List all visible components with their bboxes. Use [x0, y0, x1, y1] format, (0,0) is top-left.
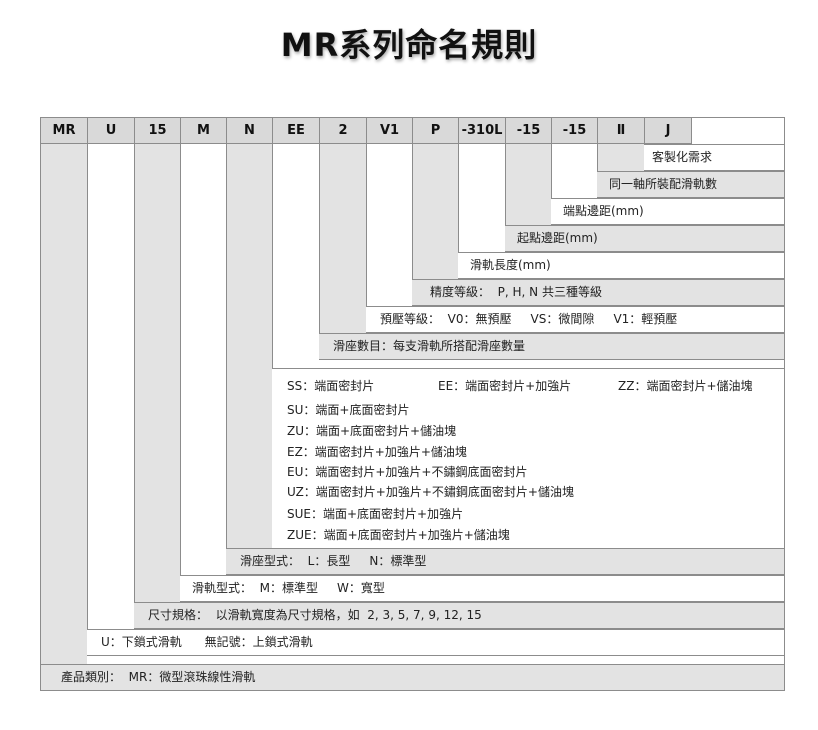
- band-rail-type: 滑軌型式： M：標準型 W：寬型: [180, 575, 785, 602]
- band-block-type: 滑座型式： L：長型 N：標準型: [226, 548, 785, 575]
- header-cell-v1: V1: [366, 117, 412, 144]
- band-end-distance: 端點邊距(mm): [551, 198, 785, 225]
- header-cell-15: 15: [134, 117, 180, 144]
- column-15a: [505, 144, 551, 233]
- header-cell-n: N: [226, 117, 272, 144]
- seal-ez: EZ：端面密封片+加強片+儲油塊: [287, 445, 467, 459]
- seal-zue: ZUE：端面+底面密封片+加強片+儲油塊: [287, 528, 510, 542]
- header-cell-p: P: [412, 117, 458, 144]
- header-cell-2: 2: [319, 117, 366, 144]
- band-rail-length: 滑軌長度(mm): [458, 252, 785, 279]
- header-cell-15b: -15: [551, 117, 597, 144]
- seal-ee: EE：端面密封片+加強片: [438, 379, 572, 393]
- seal-zu: ZU：端面+底面密封片+儲油塊: [287, 424, 457, 438]
- band-category: 產品類別： MR：微型滾珠線性滑軌: [40, 664, 785, 691]
- band-precision: 精度等級： P, H, N 共三種等級: [412, 279, 785, 306]
- column-ee: [272, 144, 319, 368]
- seal-zz: ZZ：端面密封片+儲油塊: [618, 379, 753, 393]
- column-15b: [551, 144, 597, 206]
- column-u: [87, 144, 134, 637]
- column-mr: [40, 144, 87, 664]
- band-block-count: 滑座數目：每支滑軌所搭配滑座數量: [319, 333, 785, 360]
- seal-uz: UZ：端面密封片+加強片+不鏽鋼底面密封片+儲油塊: [287, 485, 574, 499]
- band-custom: 客製化需求: [644, 144, 785, 171]
- column-2: [319, 144, 366, 341]
- band-size: 尺寸規格： 以滑軌寬度為尺寸規格，如 2, 3, 5, 7, 9, 12, 15: [134, 602, 785, 629]
- seal-sue: SUE：端面+底面密封片+加強片: [287, 507, 464, 521]
- band-preload: 預壓等級： V0：無預壓 VS：微間隙 V1：輕預壓: [366, 306, 785, 333]
- header-cell-mr: MR: [40, 117, 87, 144]
- column-15: [134, 144, 180, 610]
- header-cell-ii: Ⅱ: [597, 117, 644, 144]
- header-cell-310l: -310L: [458, 117, 505, 144]
- seal-su: SU：端面+底面密封片: [287, 403, 410, 417]
- band-rails-per-axis: 同一軸所裝配滑軌數: [597, 171, 785, 198]
- seal-options-block: [272, 368, 785, 548]
- column-p: [412, 144, 458, 287]
- header-cell-u: U: [87, 117, 134, 144]
- column-n: [226, 144, 272, 556]
- header-cell-15a: -15: [505, 117, 551, 144]
- header-cell-j: J: [644, 117, 692, 144]
- page-title: MR系列命名規則: [280, 26, 538, 64]
- header-cell-m: M: [180, 117, 226, 144]
- column-m: [180, 144, 226, 583]
- band-start-distance: 起點邊距(mm): [505, 225, 785, 252]
- seal-ss: SS：端面密封片: [287, 379, 375, 393]
- column-310l: [458, 144, 505, 260]
- seal-eu: EU：端面密封片+加強片+不鏽鋼底面密封片: [287, 465, 528, 479]
- band-lock: U：下鎖式滑軌 無記號：上鎖式滑軌: [87, 629, 785, 656]
- column-v1: [366, 144, 412, 314]
- header-cell-ee: EE: [272, 117, 319, 144]
